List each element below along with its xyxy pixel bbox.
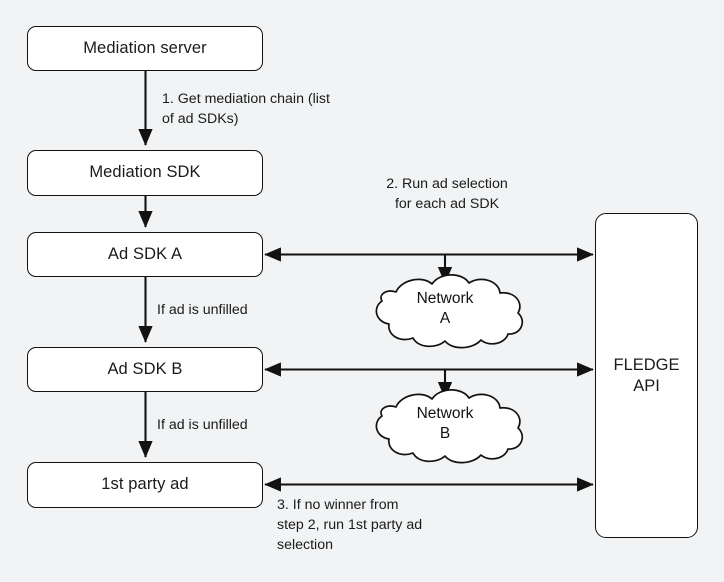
node-ad-sdk-b[interactable]: Ad SDK B: [27, 347, 263, 392]
network-b-cloud-shape: [375, 389, 524, 464]
node-mediation-sdk-label: Mediation SDK: [89, 163, 201, 182]
node-mediation-server-label: Mediation server: [83, 38, 207, 57]
edge-label-step-1: 1. Get mediation chain (list of ad SDKs): [162, 91, 330, 128]
node-ad-sdk-a-label: Ad SDK A: [107, 244, 183, 263]
edge-label-step-3: 3. If no winner from step 2, run 1st par…: [277, 497, 423, 554]
edge-label-if-ad-unfilled-b: If ad is unfilled: [157, 417, 248, 433]
node-mediation-server[interactable]: Mediation server: [27, 26, 263, 71]
edge-label-step-2: 2. Run ad selection for each ad SDK: [386, 176, 508, 213]
node-fledge-api[interactable]: FLEDGE API: [595, 213, 698, 538]
node-ad-sdk-b-label: Ad SDK B: [107, 359, 183, 378]
network-a-cloud-shape: [375, 274, 524, 349]
node-fledge-api-label-line2: API: [633, 376, 660, 395]
node-fledge-api-label-line1: FLEDGE: [613, 355, 680, 374]
node-first-party-ad-label: 1st party ad: [101, 475, 189, 494]
node-mediation-sdk[interactable]: Mediation SDK: [27, 150, 263, 196]
node-ad-sdk-a[interactable]: Ad SDK A: [27, 232, 263, 277]
node-first-party-ad[interactable]: 1st party ad: [27, 462, 263, 508]
edge-label-if-ad-unfilled-a: If ad is unfilled: [157, 302, 248, 318]
